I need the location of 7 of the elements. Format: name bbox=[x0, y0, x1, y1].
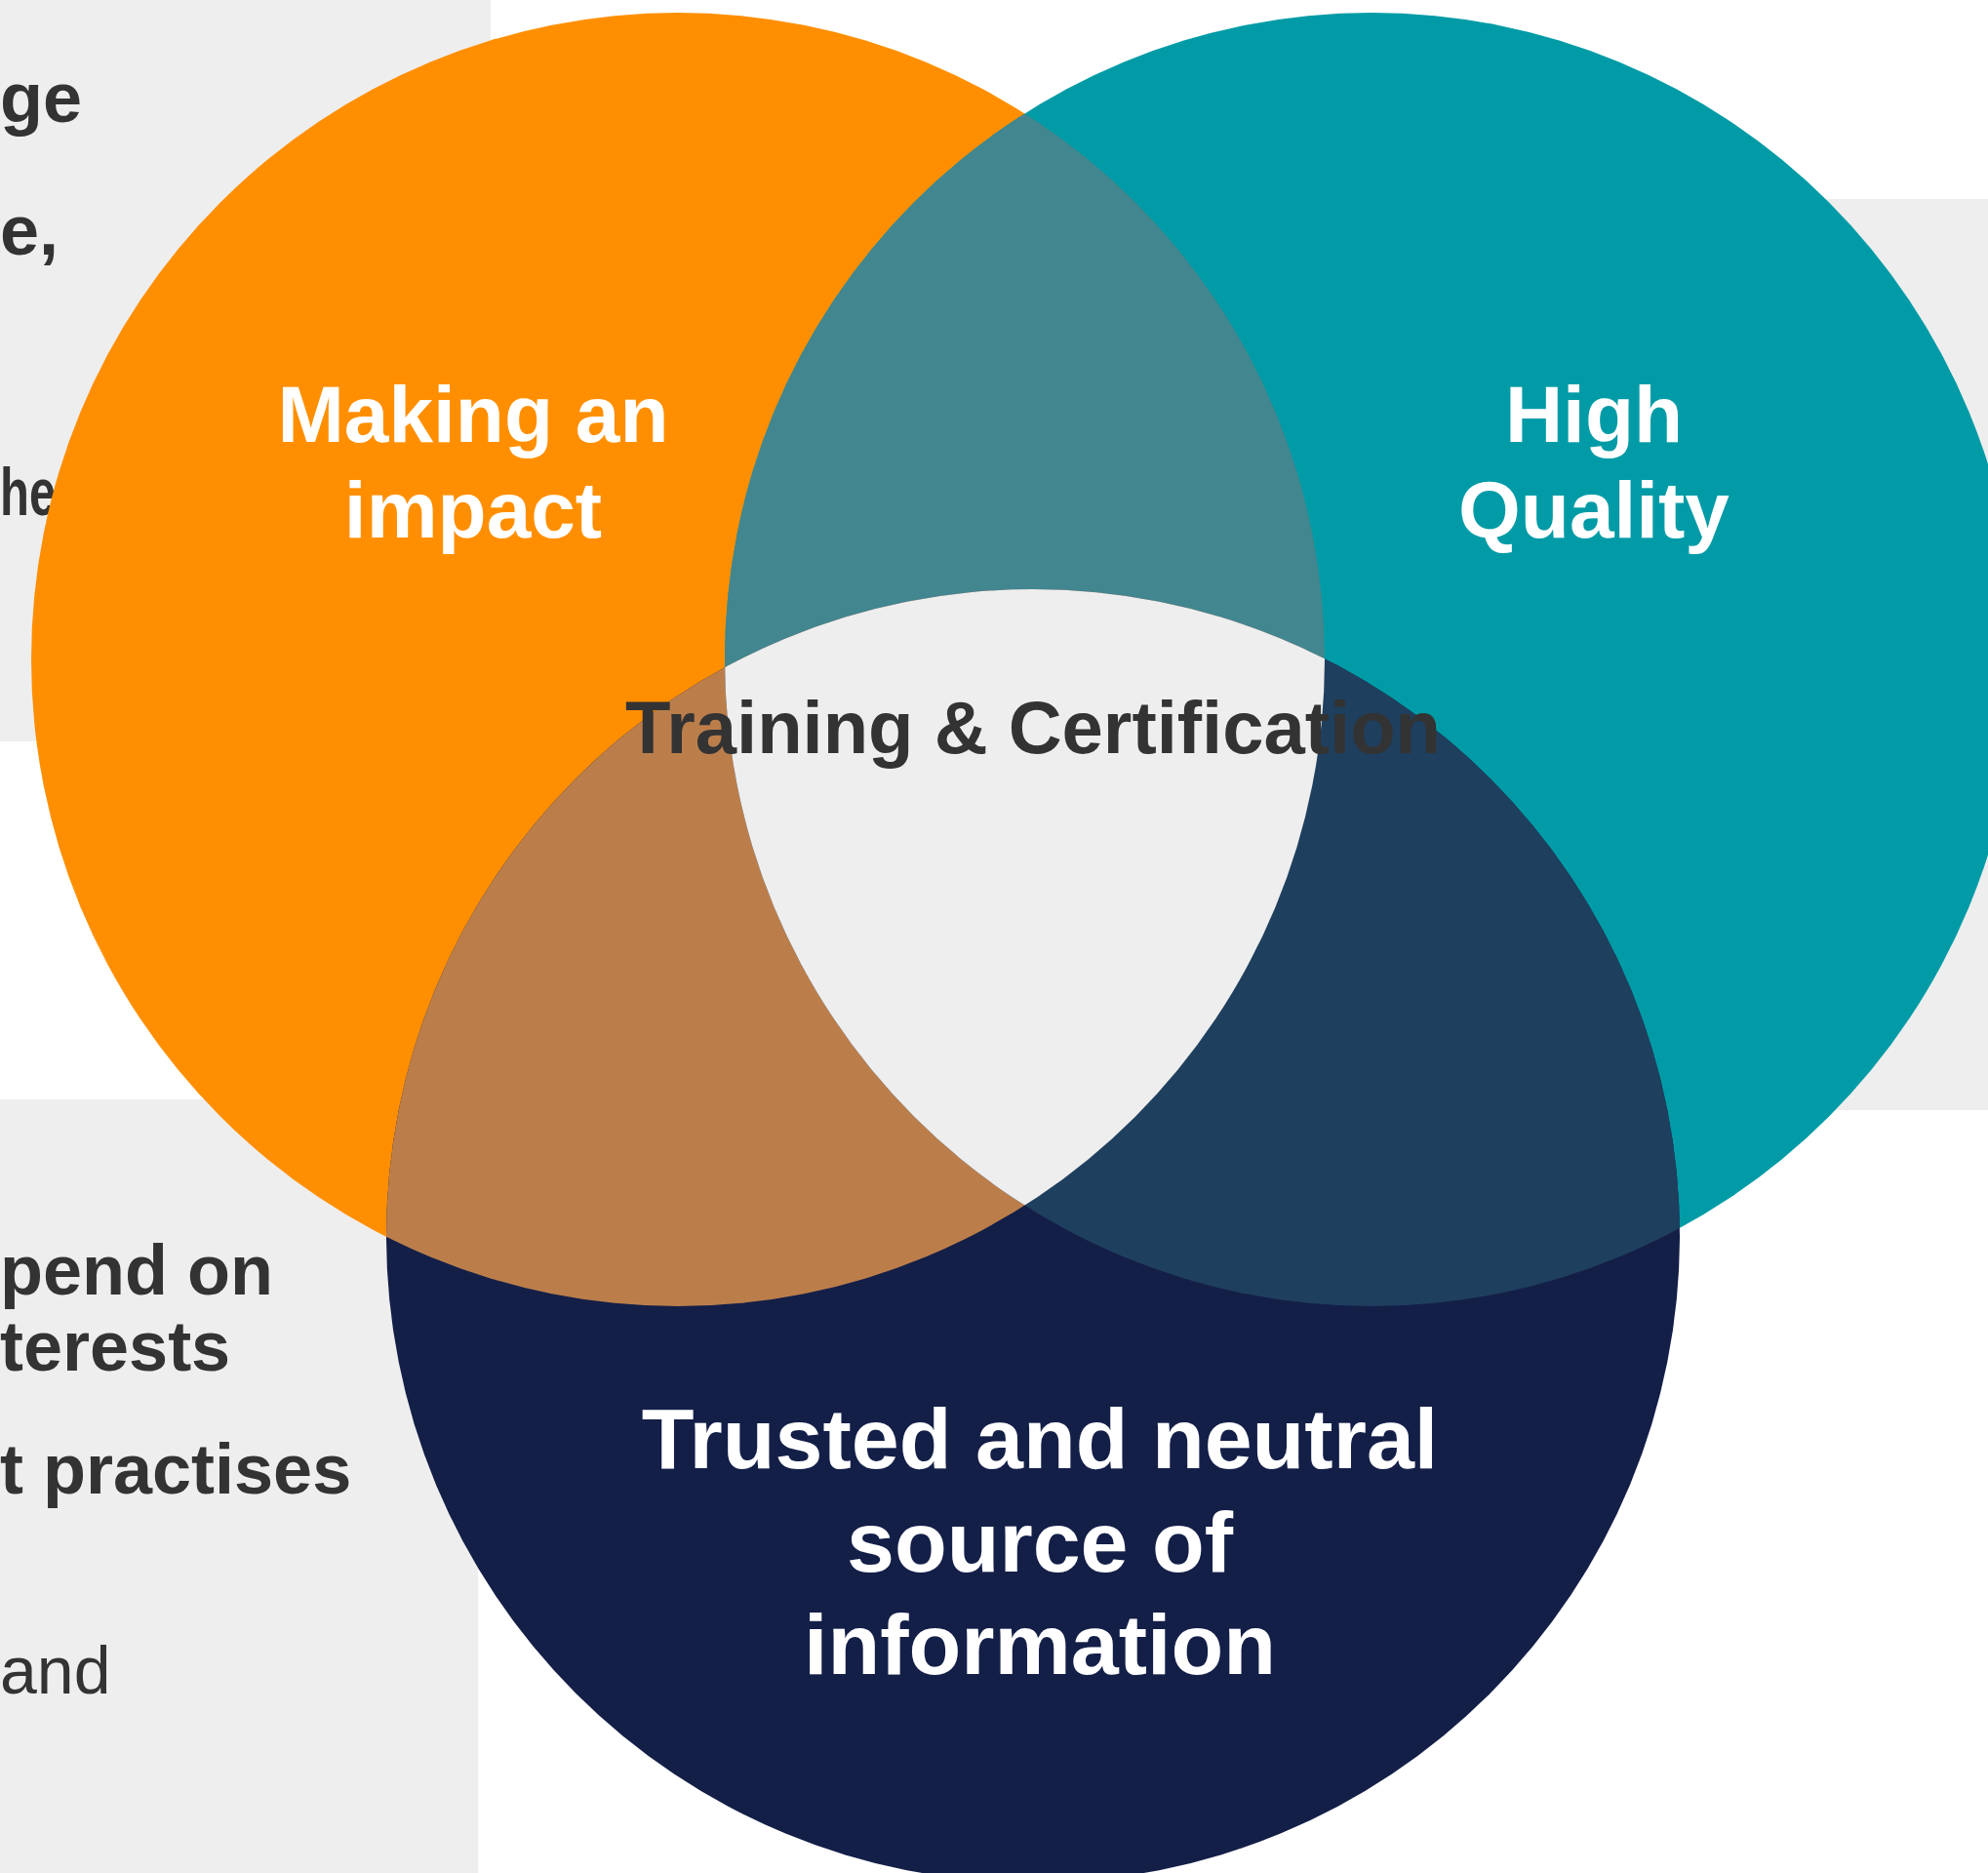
text-fragment: he bbox=[0, 458, 57, 525]
text-fragment: terests bbox=[0, 1311, 231, 1381]
text-fragment: and bbox=[0, 1637, 111, 1703]
circle-label: High Quality bbox=[1457, 368, 1730, 556]
text-fragment: e, bbox=[0, 195, 60, 265]
circle-label: Making an impact bbox=[276, 368, 670, 556]
circle-label: Trusted and neutral source of information bbox=[640, 1388, 1440, 1694]
